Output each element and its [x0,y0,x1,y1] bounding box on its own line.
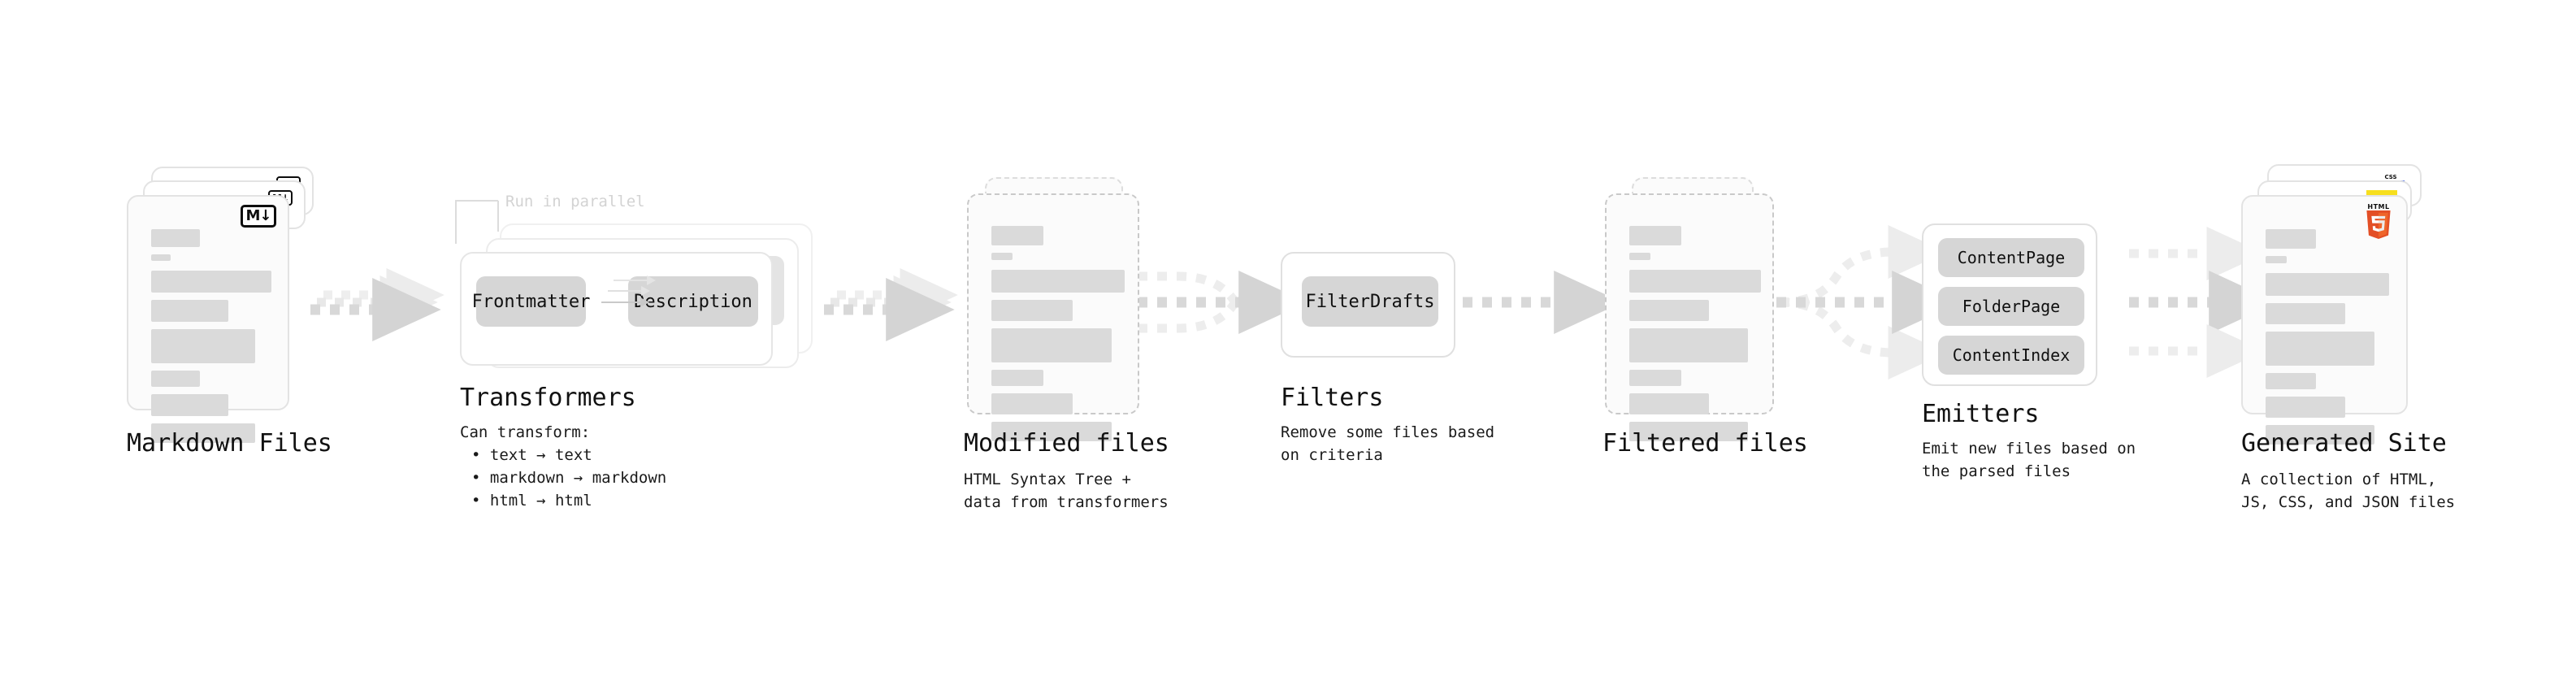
stage-subtitle: HTML Syntax Tree + data from transformer… [964,471,1169,511]
transformer-chip-frontmatter[interactable]: Frontmatter [472,276,590,327]
content-bar [1629,270,1761,293]
content-bar [2266,303,2345,324]
html5-shield [2366,210,2391,240]
html5-icon: HTML [2362,203,2395,241]
emitter-chip-contentindex[interactable]: ContentIndex [1938,336,2084,375]
emitters-box[interactable]: ContentPage FolderPage ContentIndex [1922,223,2097,386]
markdown-doc-front: M↓ [127,195,289,443]
connector-modified-to-filters [1138,271,1308,334]
content-bar [2266,397,2345,418]
transform-bullet: • text → text [471,446,592,464]
stage-subtitle: Can transform: [460,423,591,441]
content-bar [991,253,1013,260]
content-bar [991,393,1073,414]
stage-subtitle: A collection of HTML, JS, CSS, and JSON … [2241,471,2456,511]
content-bar [151,423,255,443]
content-bar [151,254,171,261]
stage-title: Filters [1281,384,1384,412]
content-bar [2266,332,2374,366]
content-bar [991,328,1112,362]
content-bar [991,270,1125,293]
stage-title: Generated Site [2241,429,2447,458]
content-bar [991,370,1043,386]
connector-filtered-to-emitters [1776,225,1961,380]
content-bar [2266,256,2287,263]
markdown-icon: M↓ [241,205,276,228]
content-bar [151,271,271,293]
document-content-bars [991,226,1125,449]
content-bar [151,394,228,416]
stage-title: Emitters [1922,400,2040,428]
content-bar [1629,253,1650,260]
content-bar [2266,273,2389,296]
stage-title: Markdown Files [127,429,332,458]
connector-emitters-to-site [2129,227,2278,378]
content-bar [2266,425,2374,445]
filter-chip-filterdrafts[interactable]: FilterDrafts [1302,276,1438,327]
stage-subtitle: Remove some files based on criteria [1281,423,1495,464]
connector-transformers-to-modified [824,268,958,341]
transformer-chip-description[interactable]: Description [628,276,758,327]
stage-title: Filtered files [1602,429,1808,458]
html5-icon-label: HTML [2367,203,2390,210]
stage-title: Modified files [964,429,1169,458]
connector-md-to-transformers [310,268,445,341]
document-content-bars [1629,226,1761,449]
document-content-bars [151,229,271,450]
content-bar [1629,422,1748,441]
content-bar [151,371,200,387]
document-content-bars [2266,229,2389,452]
filtered-doc-front [1605,193,1774,441]
content-bar [2266,229,2316,249]
emitter-chip-contentpage[interactable]: ContentPage [1938,238,2084,277]
transform-bullet: • markdown → markdown [471,469,667,487]
stage-subtitle: Emit new files based on the parsed files [1922,440,2136,480]
transform-bullet: • html → html [471,492,592,510]
content-bar [991,422,1112,441]
modified-doc-front [967,193,1139,441]
content-bar [1629,300,1709,321]
content-bar [2266,373,2316,389]
transformer-layer-front[interactable]: Frontmatter Description [460,252,773,366]
content-bar [1629,370,1681,386]
content-bar [991,226,1043,245]
stage-title: Transformers [460,384,636,412]
content-bar [1629,393,1709,414]
css-icon-label: CSS [2384,174,2397,180]
content-bar [151,229,200,247]
site-doc-front: HTML [2241,195,2408,445]
filters-box[interactable]: FilterDrafts [1281,252,1455,358]
content-bar [1629,328,1748,362]
content-bar [151,300,228,322]
emitter-chip-folderpage[interactable]: FolderPage [1938,287,2084,326]
run-in-parallel-label: Run in parallel [505,193,645,210]
content-bar [151,329,255,363]
content-bar [991,300,1073,321]
content-bar [1629,226,1681,245]
